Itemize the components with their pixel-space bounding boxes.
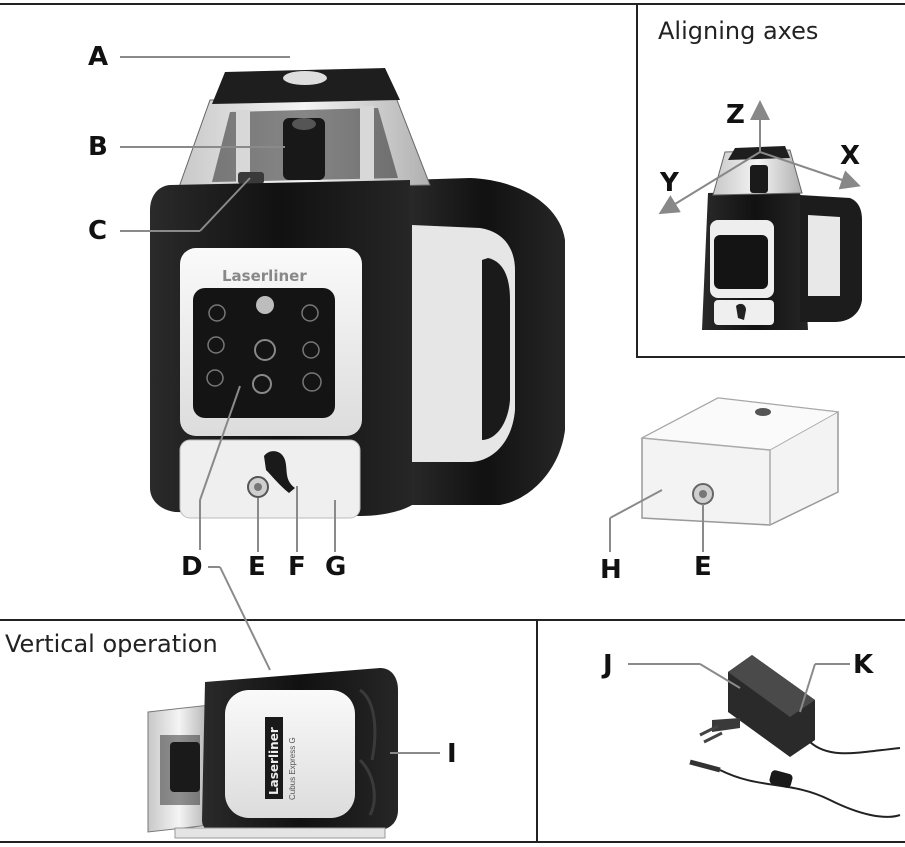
axis-label-x: X <box>840 141 861 171</box>
battery-cover <box>179 439 361 519</box>
handle-grip <box>482 258 510 440</box>
axis-label-y: Y <box>660 168 679 198</box>
callout-lines-main <box>120 56 336 552</box>
callout-e-battery: E <box>694 552 712 582</box>
callout-j: J <box>603 650 613 680</box>
top-cap <box>212 68 400 104</box>
laser-head <box>283 118 325 180</box>
bottom-rule <box>0 841 905 843</box>
axes-device <box>702 146 862 330</box>
callout-e: E <box>248 552 266 582</box>
vertical-device: Laserliner Cubus Express G <box>147 668 398 839</box>
callout-d: D <box>181 552 203 582</box>
callout-g: G <box>325 552 347 582</box>
axes-panel-left-border <box>636 3 638 357</box>
top-rule <box>0 3 905 5</box>
battery-lock <box>264 451 295 493</box>
keypad <box>193 288 335 418</box>
top-window <box>283 71 327 85</box>
callout-c: C <box>88 216 108 246</box>
callout-b: B <box>88 132 108 162</box>
lower-section-top-rule <box>0 619 905 621</box>
power-adapter-icon <box>689 655 901 818</box>
lower-section-divider <box>536 620 538 842</box>
callout-lines-battery <box>609 489 704 552</box>
svg-text:Laserliner: Laserliner <box>267 727 281 795</box>
callout-k: K <box>853 650 874 680</box>
svg-text:Cubus Express G: Cubus Express G <box>288 737 297 800</box>
callout-f: F <box>288 552 306 582</box>
callout-a: A <box>88 42 109 72</box>
svg-text:Laserliner: Laserliner <box>222 267 307 285</box>
main-laser-device: Laserliner <box>150 68 565 519</box>
axis-label-z: Z <box>726 100 745 130</box>
callout-i: I <box>447 739 457 769</box>
callout-lines-adapter <box>628 663 850 713</box>
battery-pack <box>640 397 840 526</box>
callout-h: H <box>600 555 622 585</box>
callout-lines-vertical <box>208 566 440 754</box>
aligning-axes-title: Aligning axes <box>658 17 819 45</box>
axes-panel-bottom-border <box>636 356 905 358</box>
vertical-operation-title: Vertical operation <box>5 630 218 658</box>
axis-arrows-icon <box>658 100 861 215</box>
